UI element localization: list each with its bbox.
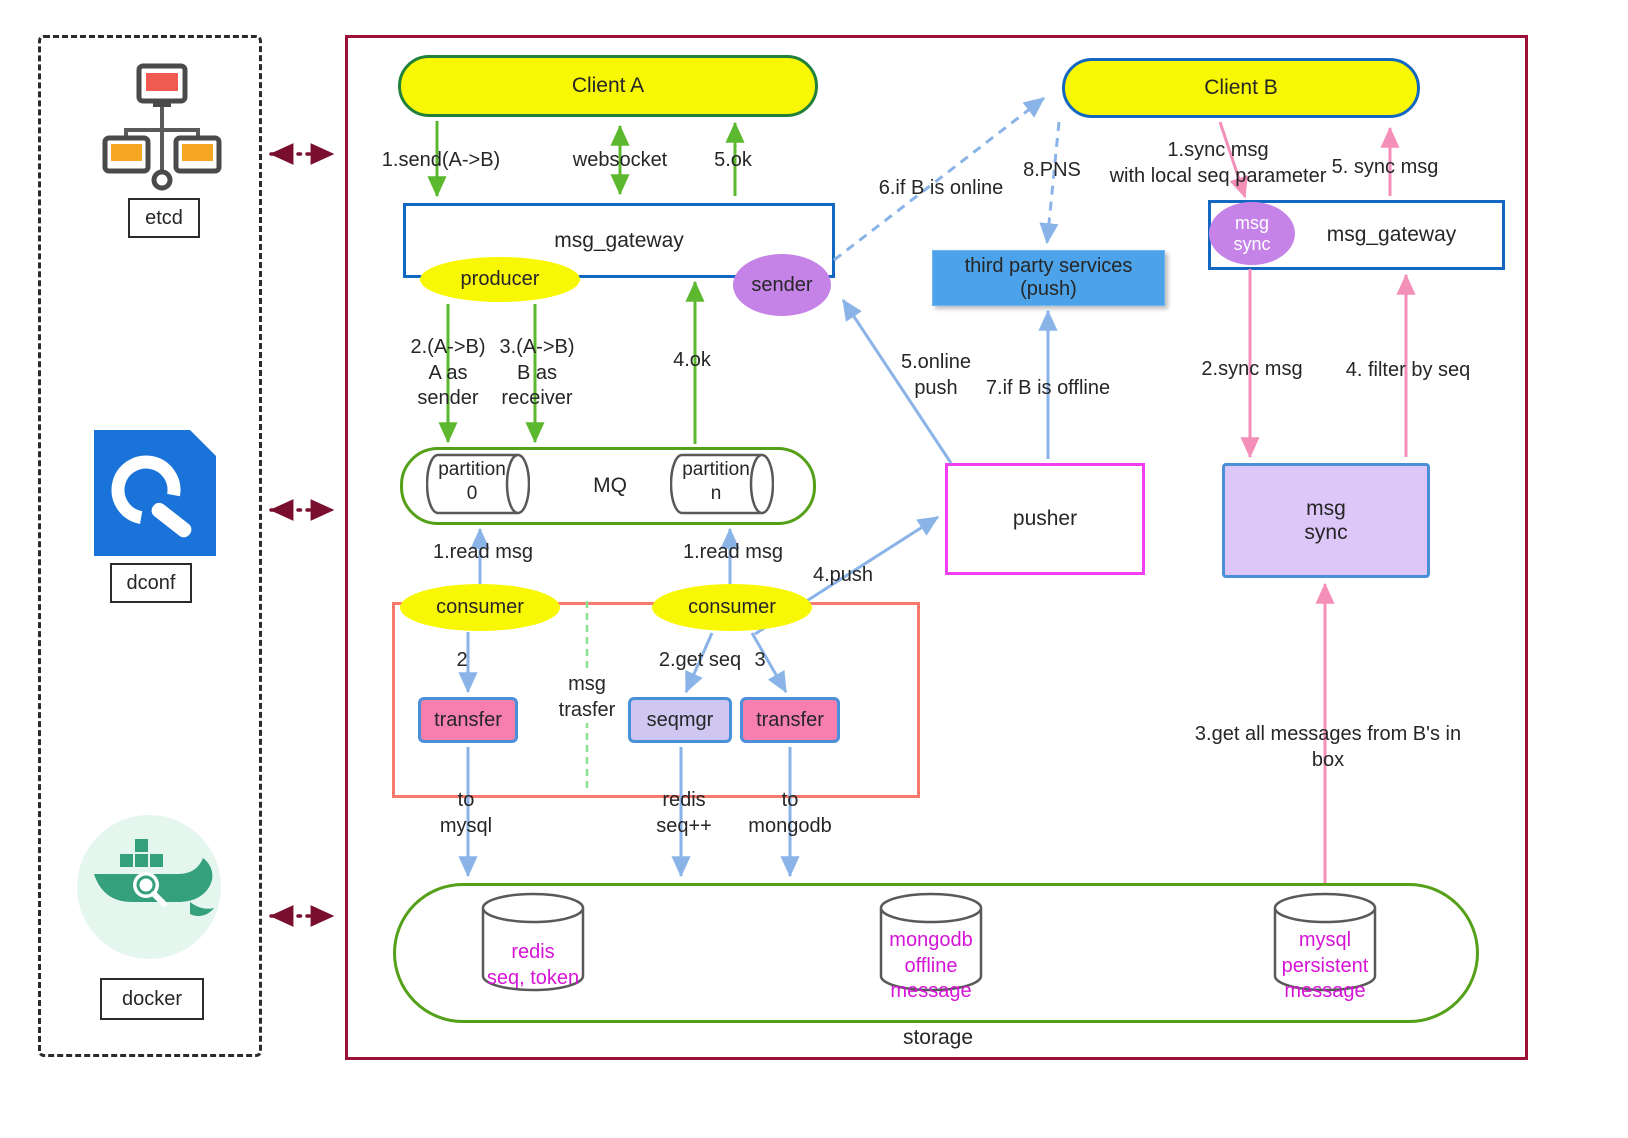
external-services-panel bbox=[38, 35, 262, 1057]
edge-label-b-as-receiver: 3.(A->B) B as receiver bbox=[499, 336, 575, 410]
transfer-right-node: transfer bbox=[740, 697, 840, 743]
edge-label-read-msg-left: 1.read msg bbox=[432, 541, 534, 563]
etcd-label: etcd bbox=[128, 198, 200, 238]
msg-trasfer-note: msg trasfer bbox=[555, 672, 619, 724]
partition-n-label: partition n bbox=[682, 459, 750, 505]
edge-label-redis-seq: redis seq++ bbox=[656, 789, 712, 837]
consumer-right-node: consumer bbox=[652, 584, 812, 631]
msg-sync-node: msg sync bbox=[1222, 463, 1430, 578]
docker-icon bbox=[74, 812, 224, 967]
edge-label-if-offline: 7.if B is offline bbox=[985, 377, 1111, 399]
edge-label-send: 1.send(A->B) bbox=[381, 149, 501, 171]
edge-label-sync-local: 1.sync msg with local seq parameter bbox=[1109, 139, 1327, 187]
edge-label-step2: 2 bbox=[456, 649, 468, 671]
etcd-icon bbox=[100, 58, 224, 201]
edge-label-4push: 4.push bbox=[812, 564, 874, 586]
edge-label-get-seq: 2.get seq bbox=[658, 649, 742, 671]
client-b-node: Client B bbox=[1062, 58, 1420, 118]
edge-label-read-msg-right: 1.read msg bbox=[682, 541, 784, 563]
edge-label-5-sync-msg: 5. sync msg bbox=[1331, 156, 1439, 178]
msg-sync-badge: msg sync bbox=[1209, 202, 1295, 265]
redis-label: redis seq, token bbox=[486, 941, 580, 989]
partition-0-label: partition 0 bbox=[438, 459, 506, 505]
mongodb-label: mongodb offline message bbox=[889, 929, 973, 1003]
dconf-icon bbox=[84, 430, 220, 561]
edge-label-filter-seq: 4. filter by seq bbox=[1345, 359, 1471, 381]
pusher-node: pusher bbox=[945, 463, 1145, 575]
partition-0-cylinder bbox=[425, 452, 531, 521]
edge-label-5ok: 5.ok bbox=[714, 149, 752, 171]
client-a-node: Client A bbox=[398, 55, 818, 117]
mongodb-cylinder bbox=[878, 891, 984, 1000]
edge-label-online-push: 5.online push bbox=[900, 351, 972, 399]
transfer-left-node: transfer bbox=[418, 697, 518, 743]
edge-label-websocket: websocket bbox=[572, 149, 668, 171]
mysql-label: mysql persistent message bbox=[1281, 929, 1369, 1003]
seqmgr-node: seqmgr bbox=[628, 697, 732, 743]
edge-label-get-all: 3.get all messages from B's in box bbox=[1194, 723, 1462, 771]
sender-node: sender bbox=[733, 254, 831, 316]
producer-node: producer bbox=[420, 257, 580, 302]
edge-label-if-online: 6.if B is online bbox=[878, 177, 1004, 199]
consumer-left-node: consumer bbox=[400, 584, 560, 631]
third-party-services-node: third party services (push) bbox=[932, 250, 1165, 306]
edge-label-to-mongodb: to mongodb bbox=[748, 789, 832, 837]
edge-label-step3: 3 bbox=[754, 649, 766, 671]
edge-label-2-sync-msg: 2.sync msg bbox=[1201, 358, 1303, 380]
mysql-cylinder bbox=[1272, 891, 1378, 1000]
main-system-boundary bbox=[345, 35, 1528, 1060]
edge-label-a-as-sender: 2.(A->B) A as sender bbox=[410, 336, 486, 410]
partition-n-cylinder bbox=[669, 452, 775, 521]
mq-label: MQ bbox=[593, 474, 627, 497]
edge-label-pns: 8.PNS bbox=[1023, 159, 1081, 181]
redis-cylinder bbox=[480, 891, 586, 1000]
storage-label: storage bbox=[902, 1026, 974, 1049]
dconf-label: dconf bbox=[110, 563, 192, 603]
edge-label-4ok: 4.ok bbox=[673, 349, 711, 371]
docker-label: docker bbox=[100, 978, 204, 1020]
edge-label-to-mysql: to mysql bbox=[439, 789, 493, 837]
